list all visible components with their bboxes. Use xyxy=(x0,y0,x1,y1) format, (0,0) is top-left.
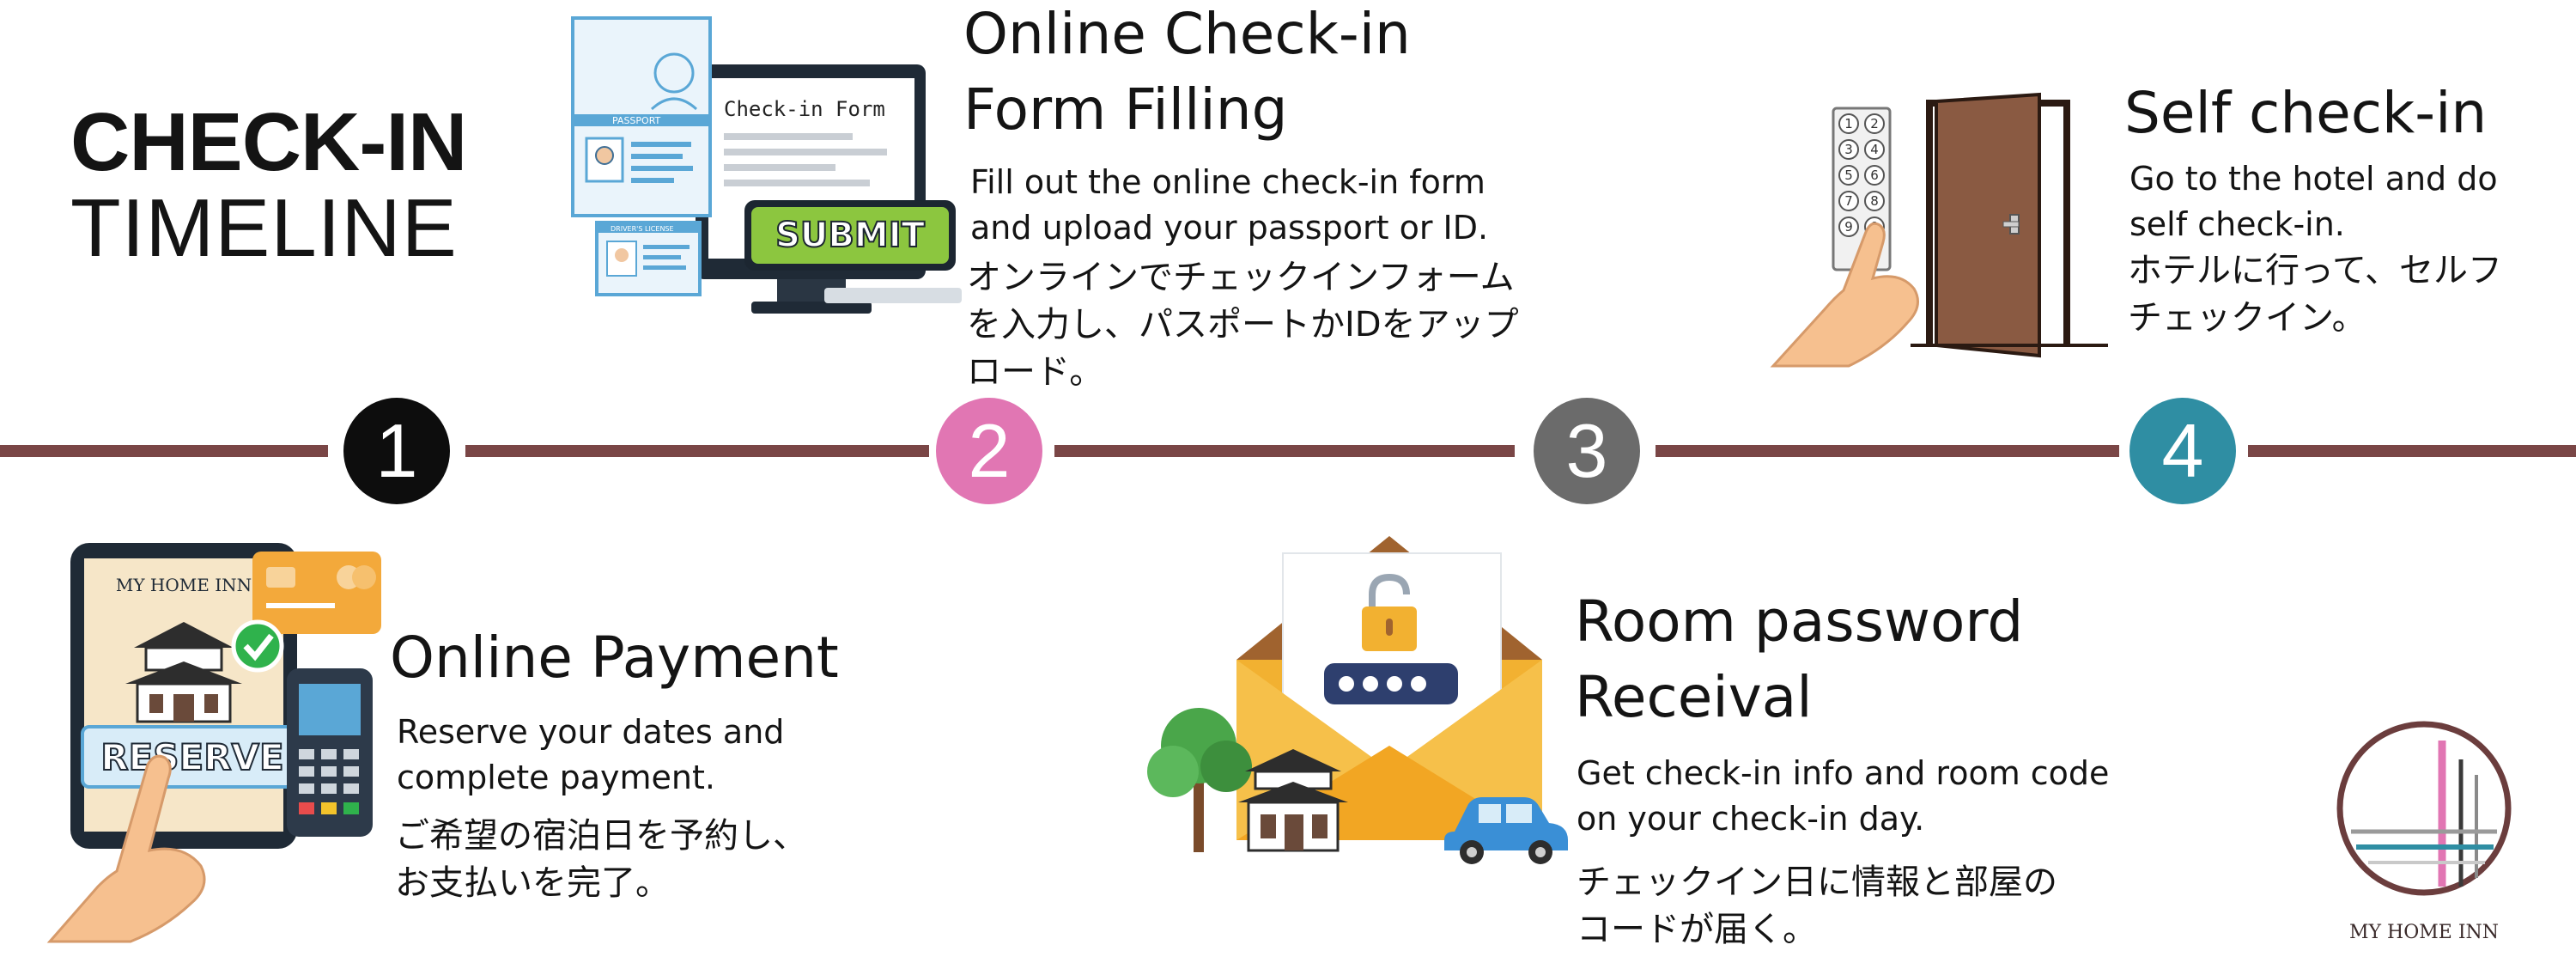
step-1-title: Online Payment xyxy=(390,625,839,691)
timeline-segment xyxy=(1054,445,1515,457)
step-4-description-en: Go to the hotel and do self check-in. xyxy=(2129,160,2498,244)
checkin-form-illustration: Check-in Form PASSPORT DRIVER'S LICENSE … xyxy=(571,16,962,314)
svg-text:7: 7 xyxy=(1844,193,1853,209)
form-title-text: Check-in Form xyxy=(724,97,885,121)
step-4-title: Self check-in xyxy=(2124,80,2488,146)
svg-text:3: 3 xyxy=(1844,142,1853,157)
step-1-badge: 1 xyxy=(343,398,450,504)
online-payment-illustration: MY HOME INN RESERVE xyxy=(46,543,381,943)
my-home-inn-logo: MY HOME INN xyxy=(2336,721,2512,943)
timeline-segment xyxy=(465,445,929,457)
timeline-segment xyxy=(0,445,328,457)
step-1-description-en: Reserve your dates and complete payment. xyxy=(397,713,785,797)
tablet-brand-text: MY HOME INN xyxy=(116,575,252,595)
svg-text:1: 1 xyxy=(1844,116,1853,131)
step-4-badge: 4 xyxy=(2129,398,2236,504)
step-3-badge: 3 xyxy=(1534,398,1640,504)
step-3-title: Room password Receival xyxy=(1575,588,2024,731)
license-label: DRIVER'S LICENSE xyxy=(611,225,674,233)
svg-text:5: 5 xyxy=(1844,168,1853,183)
step-3-description-en: Get check-in info and room code on your … xyxy=(1577,754,2110,838)
room-password-illustration xyxy=(1147,536,1568,864)
step-1-description-ja: ご希望の宿泊日を予約し、 お支払いを完了。 xyxy=(395,816,807,904)
svg-text:6: 6 xyxy=(1870,168,1879,183)
logo-text: MY HOME INN xyxy=(2349,922,2499,943)
self-checkin-illustration: 1 2 3 4 5 6 7 8 9 0 xyxy=(1770,92,2108,368)
submit-label: SUBMIT xyxy=(775,216,925,255)
step-2-description-en: Fill out the online check-in form and up… xyxy=(970,163,1489,247)
passport-label: PASSPORT xyxy=(612,115,661,126)
step-2-title: Online Check-in Form Filling xyxy=(963,1,1411,143)
step-2-badge: 2 xyxy=(936,398,1042,504)
reserve-label: RESERVE xyxy=(100,736,284,778)
svg-text:2: 2 xyxy=(1870,116,1879,131)
svg-text:9: 9 xyxy=(1844,219,1853,235)
step-2-description-ja: オンラインでチェックインフォーム を入力し、パスポートかIDをアップ ロード。 xyxy=(967,258,1519,393)
page-subtitle: TIMELINE xyxy=(70,182,458,274)
svg-text:4: 4 xyxy=(1870,142,1879,157)
svg-text:8: 8 xyxy=(1870,193,1879,209)
timeline-segment xyxy=(2248,445,2576,457)
timeline-segment xyxy=(1656,445,2119,457)
step-3-description-ja: チェックイン日に情報と部屋の コードが届く。 xyxy=(1577,863,2057,950)
step-4-description-ja: ホテルに行って、セルフ チェックイン。 xyxy=(2128,251,2502,338)
page-title: CHECK-IN xyxy=(70,96,467,188)
